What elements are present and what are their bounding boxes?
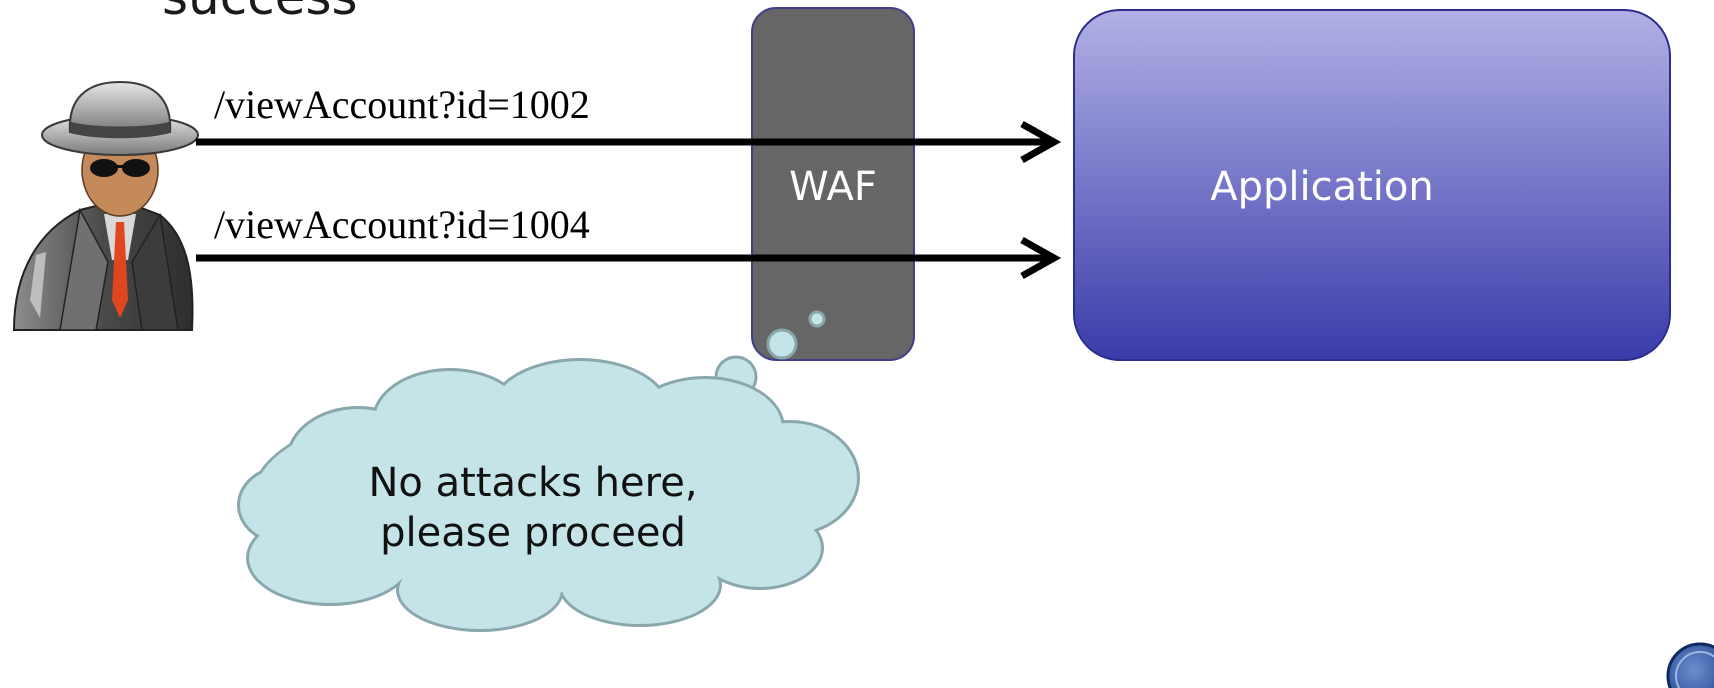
application-label: Application [1210, 164, 1434, 210]
thought-cloud: No attacks here, please proceed [237, 358, 860, 632]
thought-line-1: No attacks here, [368, 460, 697, 506]
request-label-1: /viewAccount?id=1002 [214, 82, 590, 127]
request-label-2: /viewAccount?id=1004 [214, 202, 590, 247]
thought-line-2: please proceed [380, 510, 686, 556]
waf-box: WAF [751, 7, 915, 361]
navigation-button-icon[interactable] [1666, 642, 1714, 688]
application-box: Application [1073, 9, 1671, 361]
spy-attacker-icon [12, 80, 199, 331]
slide-heading: success [162, 0, 358, 26]
waf-label: WAF [789, 164, 877, 210]
request-arrow-1 [196, 120, 1062, 164]
request-arrow-2 [196, 236, 1062, 280]
